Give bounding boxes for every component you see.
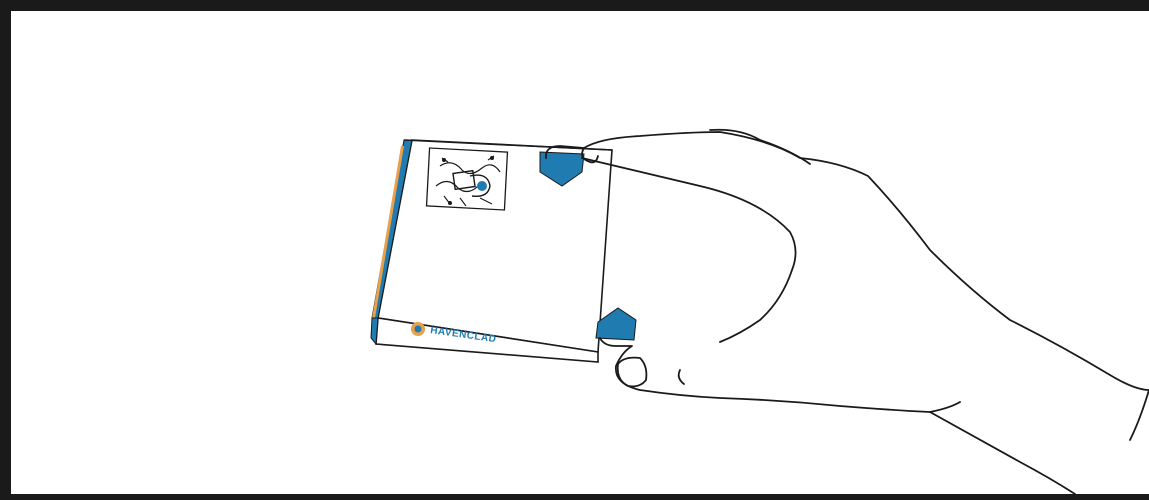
arrow-up-icon bbox=[596, 308, 636, 340]
box: HAVENCLAD bbox=[371, 140, 636, 362]
hand-wrist bbox=[930, 412, 1075, 494]
hand-thumb bbox=[600, 338, 960, 412]
hand bbox=[546, 130, 1149, 494]
brand-logo-icon bbox=[411, 322, 425, 336]
assembly-diagram-icon bbox=[427, 148, 508, 210]
